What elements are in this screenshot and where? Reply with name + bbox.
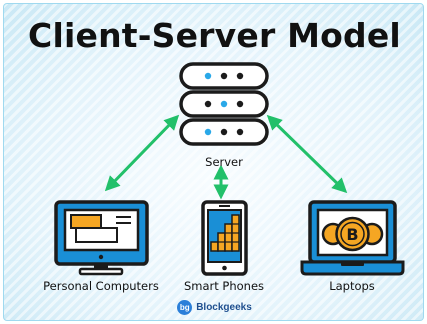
node-label-phone: Smart Phones	[183, 279, 265, 293]
diagram-canvas: B	[54, 62, 405, 276]
edge-server-pc	[104, 114, 180, 192]
smartphone-icon	[201, 200, 248, 276]
server-icon	[179, 62, 269, 146]
diagram-frame: Client-Server Model	[3, 3, 424, 321]
node-label-laptop: Laptops	[329, 279, 375, 293]
diagram-title: Client-Server Model	[28, 16, 401, 55]
monitor-icon	[54, 200, 149, 276]
blockgeeks-logo-icon: bg	[177, 300, 193, 315]
laptop-icon: B	[300, 200, 405, 276]
node-label-server: Server	[205, 155, 243, 169]
node-label-pc: Personal Computers	[43, 279, 159, 293]
brand-footer: bg Blockgeeks	[4, 300, 423, 315]
edge-server-laptop	[266, 114, 348, 194]
brand-name: Blockgeeks	[196, 302, 252, 313]
bitcoin-symbol: B	[346, 225, 358, 244]
